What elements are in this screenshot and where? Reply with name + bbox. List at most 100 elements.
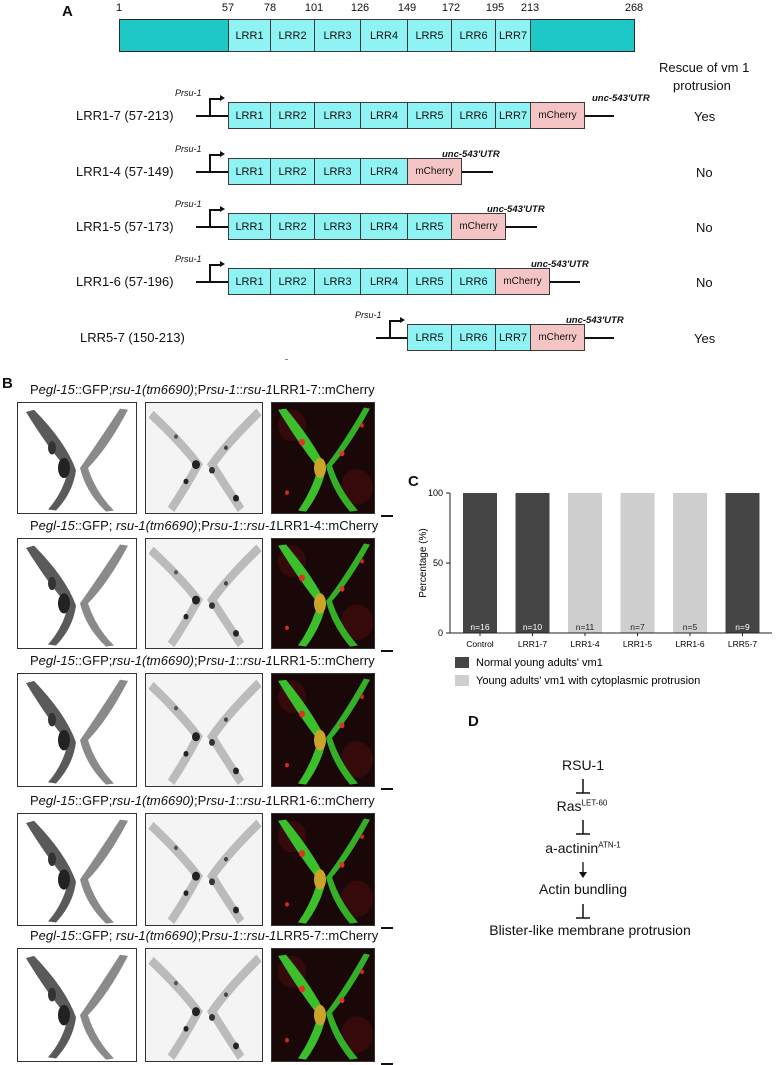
n-label: n=9 bbox=[735, 622, 750, 632]
promoter-line bbox=[196, 171, 228, 173]
merged-color-image bbox=[271, 813, 375, 926]
bar-protrusion bbox=[620, 493, 655, 633]
rescue-result: No bbox=[696, 220, 713, 235]
construct-domain-lrr6: LRR6 bbox=[451, 268, 496, 295]
separator-dash bbox=[285, 359, 288, 360]
promoter-line bbox=[376, 337, 407, 339]
title-part: :: bbox=[239, 518, 247, 533]
promoter-arrow-stem bbox=[389, 320, 391, 337]
construct-domain-lrr2: LRR2 bbox=[270, 158, 315, 185]
title-part: rsu-1(tm6690) bbox=[115, 518, 198, 533]
y-tick-label: 100 bbox=[428, 488, 443, 498]
micrograph-row-title: Pegl-15::GFP; rsu-1(tm6690);Prsu-1::rsu-… bbox=[30, 518, 378, 533]
panel-d-label: D bbox=[468, 713, 479, 730]
promoter-label: Prsu-1 bbox=[175, 199, 202, 209]
promoter-label: Prsu-1 bbox=[175, 254, 202, 264]
legend-swatch bbox=[455, 657, 469, 668]
domain-lrr5: LRR5 bbox=[407, 19, 452, 52]
construct-domain-lrr2: LRR2 bbox=[270, 268, 315, 295]
title-part: rsu-1(tm6690) bbox=[112, 382, 195, 397]
promoter-arrow-bar bbox=[389, 320, 401, 322]
n-label: n=11 bbox=[576, 622, 595, 632]
title-part: LRR1-6::mCherry bbox=[272, 793, 375, 808]
micrograph-row-title: Pegl-15::GFP;rsu-1(tm6690);Prsu-1::rsu-1… bbox=[30, 382, 375, 397]
mcherry-grayscale-image bbox=[145, 813, 263, 926]
construct-name: LRR5-7 (150-213) bbox=[80, 330, 185, 345]
title-part: :: bbox=[235, 382, 244, 397]
bar-protrusion bbox=[673, 493, 707, 633]
title-part: rsu-1(tm6690) bbox=[112, 653, 195, 668]
title-part: ::GFP; bbox=[74, 518, 116, 533]
construct-domain-lrr5: LRR5 bbox=[407, 268, 452, 295]
actinin-label: a-actininATN-1 bbox=[545, 840, 621, 856]
n-label: n=16 bbox=[470, 622, 489, 632]
micrograph-row-title: Pegl-15::GFP;rsu-1(tm6690);Prsu-1::rsu-1… bbox=[30, 793, 375, 808]
panel-c-label: C bbox=[408, 473, 419, 490]
inhibit-arrow-2 bbox=[576, 820, 590, 835]
title-part: egl-15 bbox=[38, 928, 75, 943]
panel-b-label: B bbox=[2, 375, 13, 392]
title-part: rsu-1 bbox=[243, 653, 273, 668]
title-part: rsu-1 bbox=[209, 928, 240, 943]
promoter-arrow-stem bbox=[209, 209, 211, 226]
gfp-grayscale-image bbox=[17, 948, 137, 1062]
title-part: rsu-1(tm6690) bbox=[112, 793, 195, 808]
title-part: ;P bbox=[197, 928, 210, 943]
scale-bar bbox=[381, 927, 393, 929]
residue-tick: 195 bbox=[485, 2, 505, 14]
domain-lrr4: LRR4 bbox=[360, 19, 408, 52]
title-part: :: bbox=[239, 928, 247, 943]
y-tick-label: 50 bbox=[433, 558, 443, 568]
n-label: n=7 bbox=[630, 622, 645, 632]
inhibit-arrow-3 bbox=[576, 904, 590, 919]
title-part: rsu-1 bbox=[206, 653, 236, 668]
construct-domain-lrr5: LRR5 bbox=[407, 102, 452, 129]
scale-bar bbox=[381, 788, 393, 790]
title-part: ;P bbox=[194, 653, 207, 668]
domain-lrr6: LRR6 bbox=[451, 19, 496, 52]
residue-tick: 172 bbox=[441, 2, 461, 14]
construct-domain-lrr4: LRR4 bbox=[360, 213, 408, 240]
rescue-header-line1: Rescue of vm 1 bbox=[659, 60, 750, 75]
promoter-arrow-bar bbox=[209, 209, 221, 211]
construct-domain-lrr1: LRR1 bbox=[228, 213, 271, 240]
scale-bar bbox=[381, 515, 393, 517]
title-part: rsu-1 bbox=[209, 518, 240, 533]
mcherry-grayscale-image bbox=[145, 538, 263, 649]
domain-lrr7: LRR7 bbox=[495, 19, 531, 52]
mcherry-tag: mCherry bbox=[530, 324, 585, 351]
promoter-label: Prsu-1 bbox=[175, 144, 202, 154]
promoter-arrow-head-icon bbox=[220, 261, 225, 267]
micrograph-row-title: Pegl-15::GFP;rsu-1(tm6690);Prsu-1::rsu-1… bbox=[30, 653, 375, 668]
title-part: :: bbox=[235, 793, 244, 808]
utr-label: unc-543'UTR bbox=[487, 204, 545, 215]
construct-domain-lrr2: LRR2 bbox=[270, 102, 315, 129]
construct-domain-lrr3: LRR3 bbox=[314, 213, 361, 240]
title-part: rsu-1 bbox=[243, 793, 273, 808]
construct-name: LRR1-4 (57-149) bbox=[76, 164, 174, 179]
title-part: P bbox=[30, 653, 39, 668]
residue-tick: 268 bbox=[624, 2, 644, 14]
title-part: ::GFP; bbox=[74, 793, 113, 808]
n-label: n=10 bbox=[523, 622, 542, 632]
micrograph-row-title: Pegl-15::GFP; rsu-1(tm6690);Prsu-1::rsu-… bbox=[30, 928, 378, 943]
utr-line bbox=[585, 337, 614, 339]
title-part: rsu-1(tm6690) bbox=[115, 928, 198, 943]
construct-domain-lrr5: LRR5 bbox=[407, 213, 452, 240]
rescue-result: No bbox=[696, 275, 713, 290]
n-label: n=5 bbox=[683, 622, 698, 632]
residue-tick: 57 bbox=[221, 2, 235, 14]
x-tick-label: LRR1-5 bbox=[623, 639, 653, 649]
title-part: rsu-1 bbox=[243, 382, 273, 397]
promoter-arrow-bar bbox=[209, 98, 221, 100]
title-part: egl-15 bbox=[38, 793, 75, 808]
x-tick-label: LRR1-4 bbox=[570, 639, 600, 649]
mcherry-tag: mCherry bbox=[495, 268, 550, 295]
title-part: P bbox=[30, 928, 39, 943]
title-part: ;P bbox=[194, 382, 207, 397]
residue-tick: 1 bbox=[115, 2, 123, 14]
promoter-arrow-bar bbox=[209, 264, 221, 266]
title-part: LRR1-4::mCherry bbox=[276, 518, 379, 533]
construct-domain-lrr5: LRR5 bbox=[407, 324, 452, 351]
domain-lrr2: LRR2 bbox=[270, 19, 315, 52]
